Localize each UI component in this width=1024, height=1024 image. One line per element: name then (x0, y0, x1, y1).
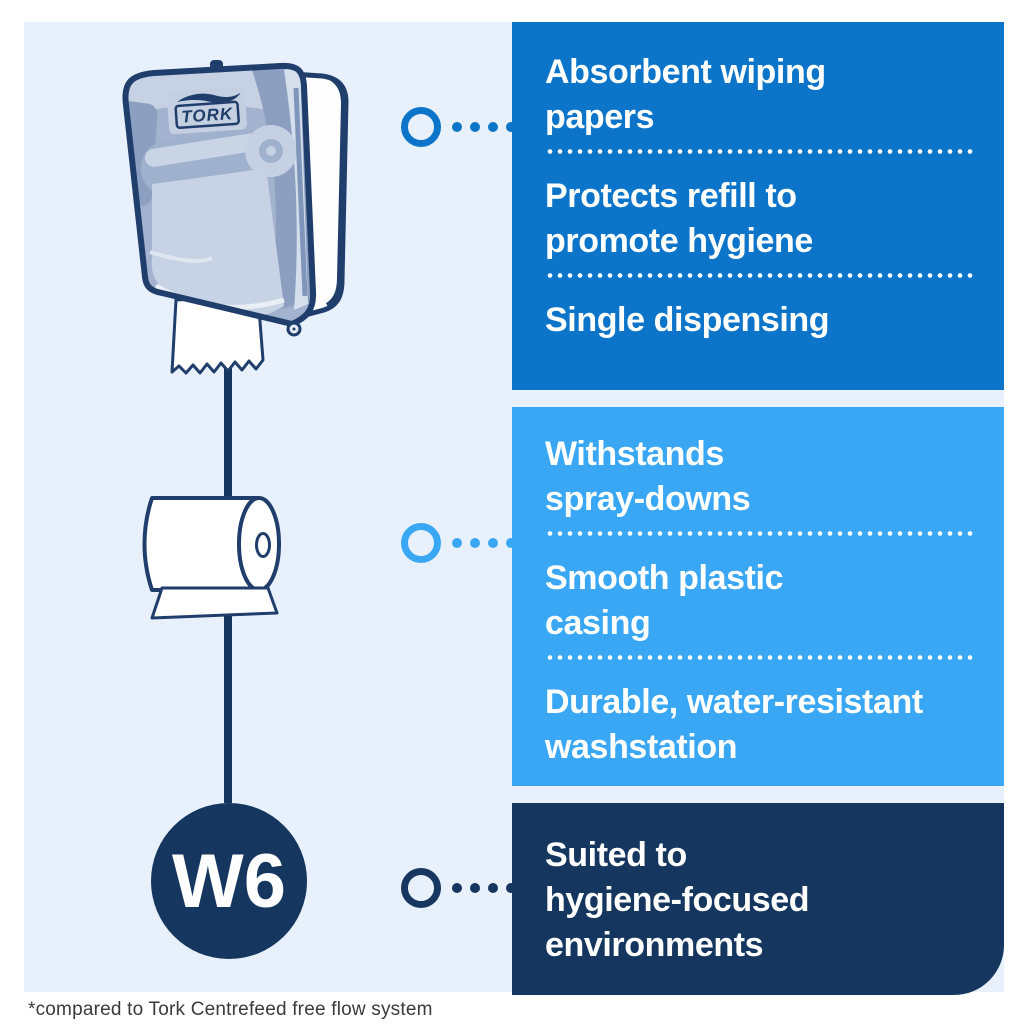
dispenser-cover-outline (122, 62, 317, 327)
leader-dot-icon (452, 883, 462, 893)
leader-dot-icon (488, 122, 498, 132)
bullet-ring-icon (401, 107, 441, 147)
roll-sheet-tail (150, 586, 279, 620)
mount-knob (210, 60, 223, 70)
paper-roll-icon (142, 496, 281, 620)
w6-system-badge: W6 (151, 803, 307, 959)
dotted-separator (545, 273, 976, 278)
bullet-ring-icon (401, 868, 441, 908)
w6-code-text: W6 (172, 839, 286, 924)
leader-dot-icon (506, 538, 516, 548)
dotted-separator (545, 531, 976, 536)
tork-logo-box (174, 100, 240, 130)
feature-line: Withstands (545, 435, 724, 473)
feature-line: spray-downs (545, 480, 751, 518)
leader-dot-icon (506, 883, 516, 893)
leader-dot-icon (452, 538, 462, 548)
illustration-column: TORK W6 (122, 60, 349, 959)
feature-line: Suited to (545, 836, 687, 874)
wiper-dispenser-icon: TORK (122, 60, 349, 375)
leader-bottom (401, 868, 516, 908)
w6-circle (151, 803, 307, 959)
feature-line: Protects refill to (545, 177, 797, 215)
feature-item: Smooth plastic casing (545, 556, 978, 646)
footnote: *compared to Tork Centrefeed free flow s… (28, 999, 433, 1020)
feature-line: Durable, water-resistant (545, 683, 923, 721)
leader-dot-icon (470, 538, 480, 548)
feature-item: Withstands spray-downs (545, 432, 978, 522)
dotted-separator (545, 655, 976, 660)
feature-panel-environment: Suited to hygiene-focused environments (512, 803, 1004, 995)
feature-item: Single dispensing (545, 298, 978, 343)
inner-drape-sheet (151, 168, 284, 319)
interior-right-edge (293, 87, 308, 297)
leader-dot-icon (488, 883, 498, 893)
feature-line: casing (545, 604, 651, 642)
leader-dot-icon (506, 122, 516, 132)
leader-middle (401, 523, 516, 563)
leader-dot-icon (470, 883, 480, 893)
feature-item: Protects refill to promote hygiene (545, 174, 978, 264)
feature-line: environments (545, 926, 764, 964)
leader-dot-icon (470, 122, 480, 132)
feature-line: promote hygiene (545, 222, 813, 260)
tork-wave-icon (177, 92, 241, 103)
dispenser-side-band (325, 76, 346, 307)
tork-brand-text: TORK (181, 104, 235, 127)
dispensed-paper-sheet (170, 294, 265, 375)
leader-top (401, 107, 516, 147)
latch-screw-center (292, 327, 296, 331)
feature-panel-dispensing: Absorbent wiping papers Protects refill … (512, 22, 1004, 390)
drape-crease (149, 250, 213, 263)
feature-line: Single dispensing (545, 301, 830, 339)
feature-item: Absorbent wiping papers (545, 50, 978, 140)
leader-dot-icon (452, 122, 462, 132)
feature-item: Suited to hygiene-focused environments (545, 833, 978, 968)
feature-line: papers (545, 98, 655, 136)
feature-panel-casing: Withstands spray-downs Smooth plastic ca… (512, 407, 1004, 786)
leader-dots (452, 538, 516, 548)
inner-roll-core-hole (266, 146, 276, 156)
leader-dot-icon (488, 538, 498, 548)
inner-roll-highlight (144, 133, 262, 167)
leader-dots (452, 883, 516, 893)
leader-dots (452, 122, 516, 132)
feature-item: Durable, water-resistant washstation (545, 680, 978, 770)
tork-logo: TORK (166, 87, 247, 135)
feature-line: hygiene-focused (545, 881, 810, 919)
bullet-ring-icon (401, 523, 441, 563)
feature-line: washstation (545, 728, 738, 766)
dotted-separator (545, 149, 976, 154)
roll-core-hole (255, 532, 271, 558)
feature-line: Smooth plastic (545, 559, 784, 597)
feature-line: Absorbent wiping (545, 53, 826, 91)
